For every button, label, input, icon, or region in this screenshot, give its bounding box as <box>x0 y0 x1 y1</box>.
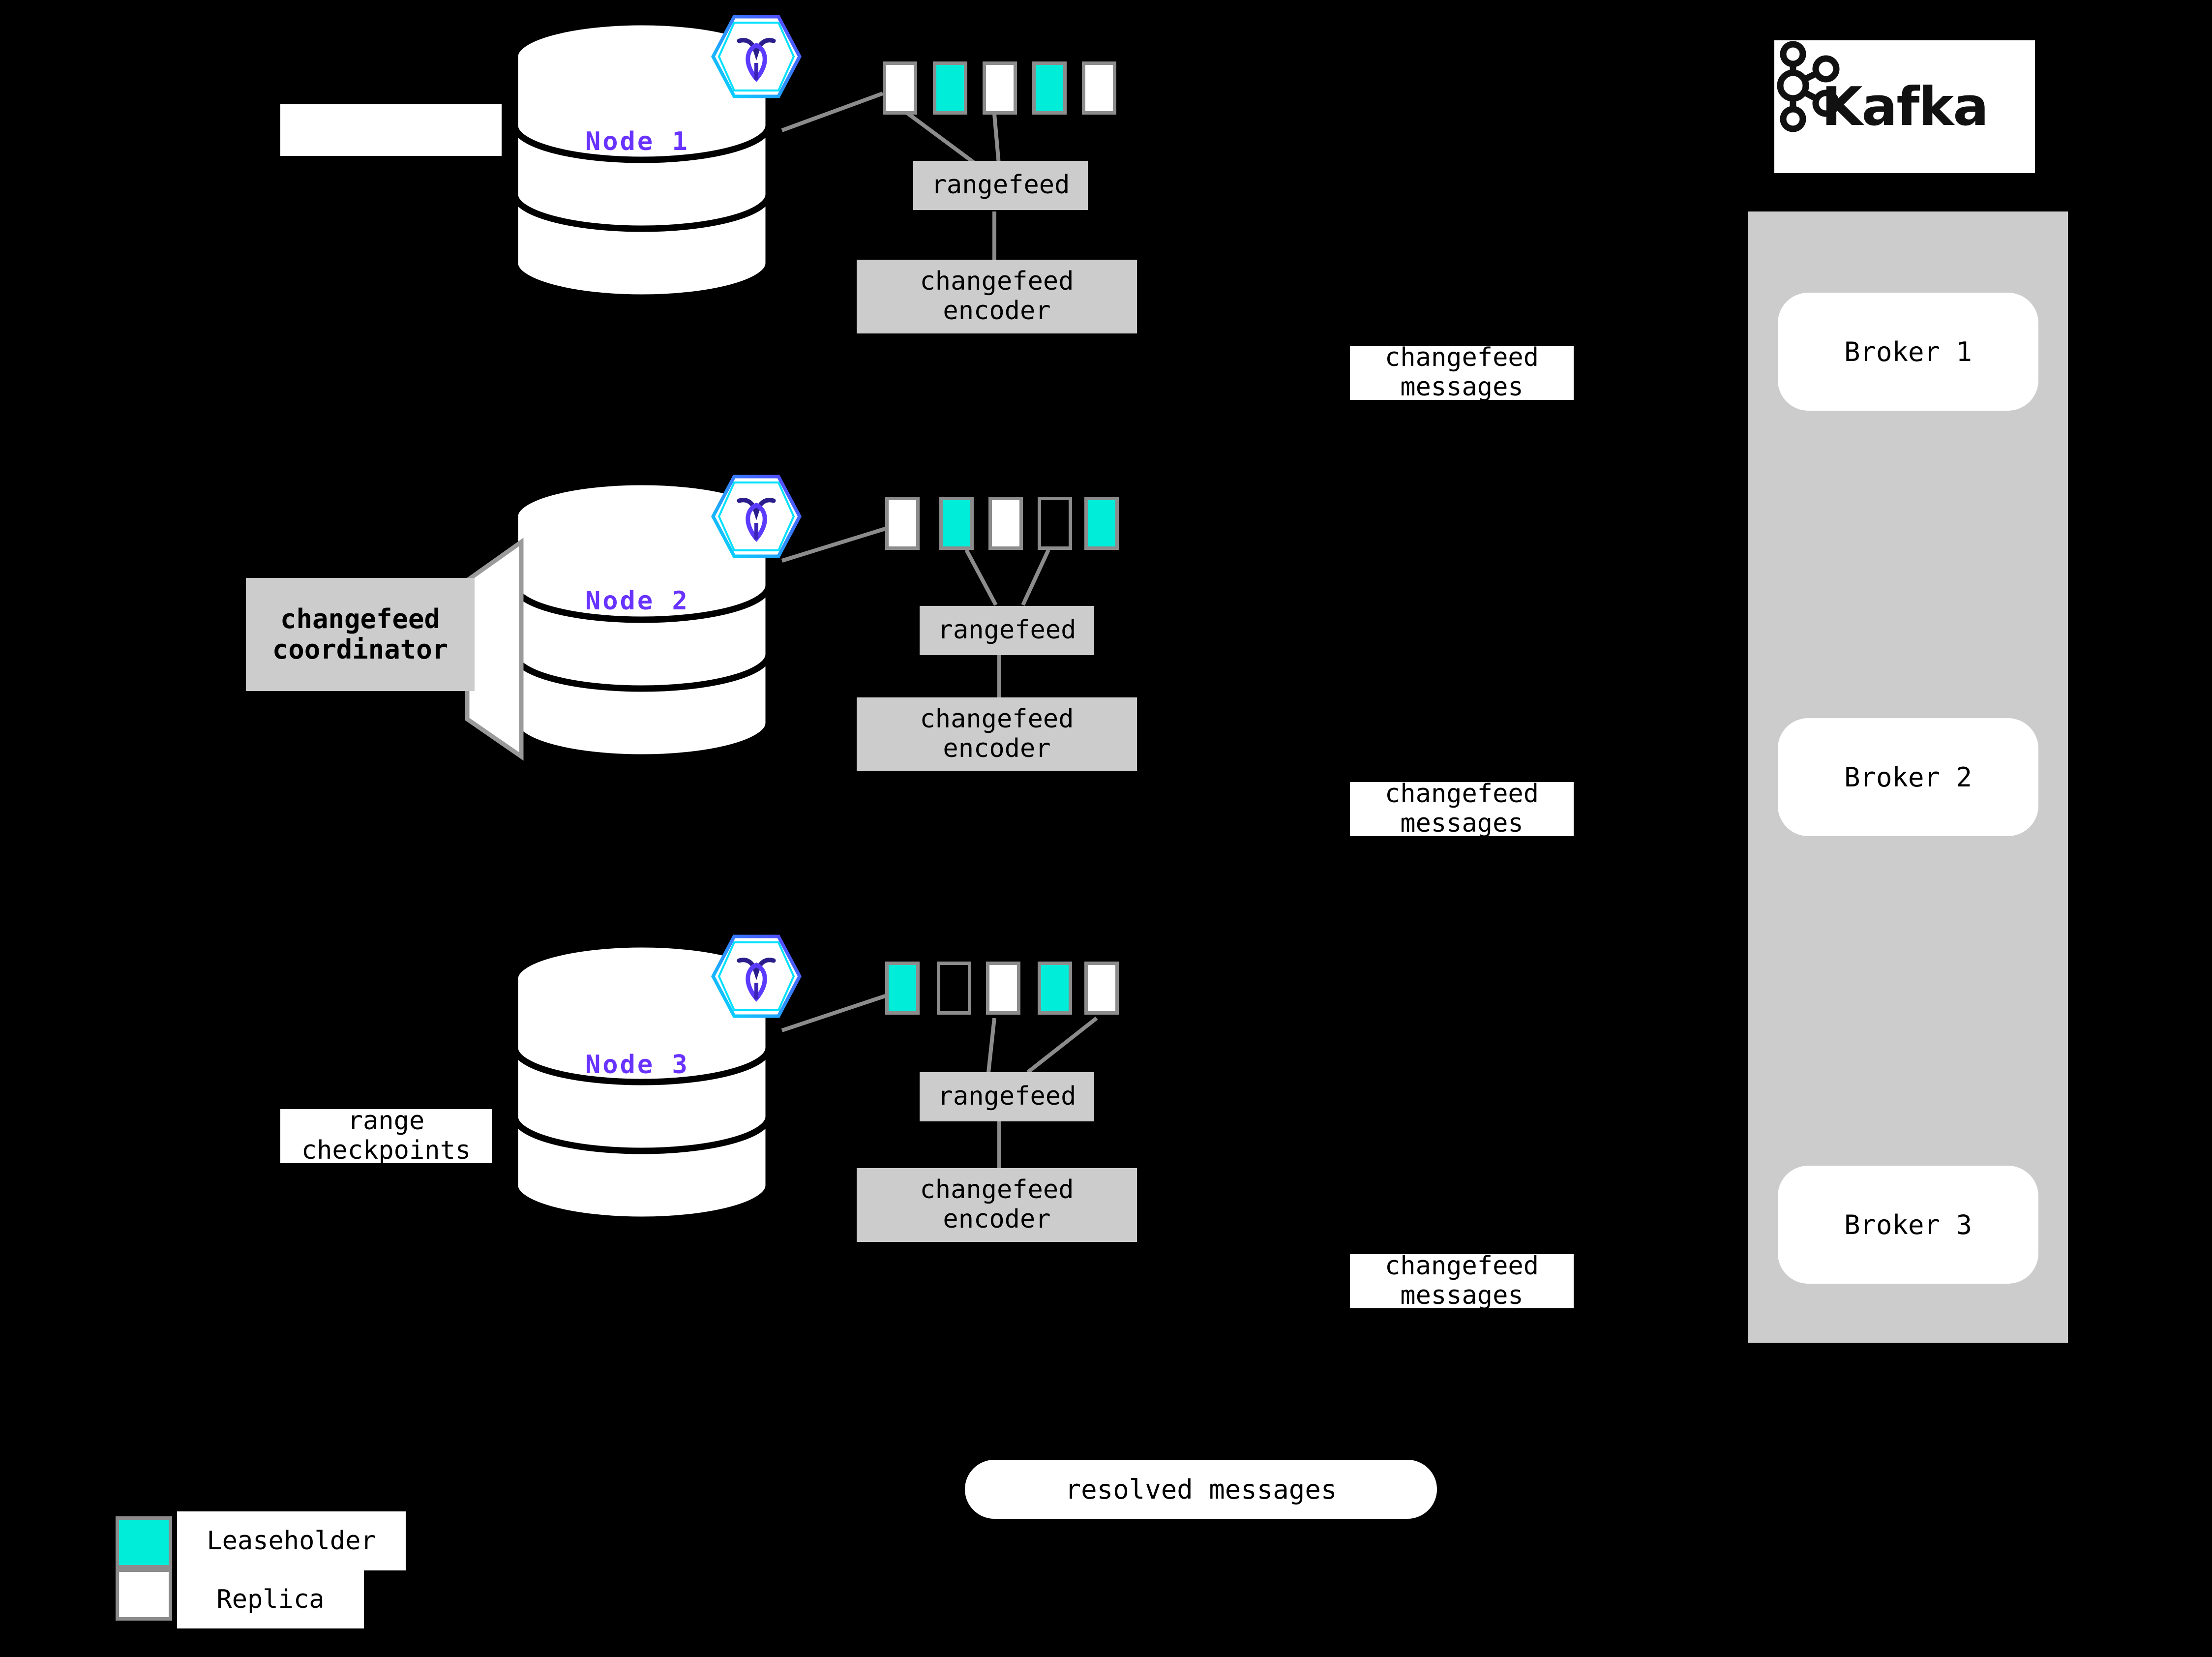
range-box-replica[interactable] <box>986 962 1020 1015</box>
node-2-changefeed-encoder-box[interactable]: changefeed encoder <box>857 697 1137 771</box>
changefeed-messages-line-1: changefeed <box>1384 1251 1539 1281</box>
range-box-replica[interactable] <box>883 61 917 115</box>
encoder-line-2: encoder <box>943 1205 1051 1234</box>
node-1-label: Node 1 <box>585 127 689 156</box>
encoder-line-1: changefeed <box>920 1175 1074 1205</box>
changefeed-messages-line-2: messages <box>1400 372 1524 402</box>
changefeed-messages-label-3: changefeed messages <box>1350 1251 1574 1310</box>
range-box-leaseholder[interactable] <box>1084 497 1119 550</box>
range-box-leaseholder[interactable] <box>933 61 967 115</box>
node-1-range-checkpoints-label: range checkpoints <box>280 104 502 156</box>
coordinator-line-1: changefeed <box>280 603 441 634</box>
range-box-empty[interactable] <box>937 962 971 1015</box>
broker-3-box[interactable]: Broker 3 <box>1778 1166 2038 1284</box>
range-box-replica[interactable] <box>885 497 920 550</box>
cockroachdb-hexagon-icon <box>711 475 802 558</box>
legend-label-leaseholder: Leaseholder <box>177 1511 406 1570</box>
legend-swatch-leaseholder <box>116 1516 172 1568</box>
broker-1-box[interactable]: Broker 1 <box>1778 293 2038 411</box>
cockroachdb-hexagon-icon <box>711 15 802 98</box>
resolved-messages-pill[interactable]: resolved messages <box>965 1460 1437 1519</box>
range-box-replica[interactable] <box>1084 962 1119 1015</box>
range-box-replica[interactable] <box>988 497 1023 550</box>
changefeed-messages-line-2: messages <box>1400 1281 1524 1310</box>
cockroachdb-hexagon-icon <box>711 934 802 1018</box>
kafka-wordmark: Kafka <box>1821 76 1989 138</box>
changefeed-messages-line-2: messages <box>1400 809 1524 838</box>
range-box-replica[interactable] <box>983 61 1017 115</box>
node-2-rangefeed-box[interactable]: rangefeed <box>920 606 1094 655</box>
coordinator-line-2: coordinator <box>272 634 448 665</box>
node-3-range-checkpoints-label: range checkpoints <box>280 1106 492 1165</box>
encoder-line-2: encoder <box>943 734 1051 763</box>
node-1-rangefeed-box[interactable]: rangefeed <box>913 161 1088 210</box>
range-box-leaseholder[interactable] <box>939 497 974 550</box>
range-box-leaseholder[interactable] <box>885 962 920 1015</box>
node-3-rangefeed-box[interactable]: rangefeed <box>920 1072 1094 1121</box>
broker-2-box[interactable]: Broker 2 <box>1778 718 2038 836</box>
node-3-cylinder <box>511 941 772 1223</box>
changefeed-messages-label-2: changefeed messages <box>1350 779 1574 838</box>
encoder-line-1: changefeed <box>920 267 1074 297</box>
kafka-nodes-icon <box>1777 41 1840 132</box>
changefeed-messages-line-1: changefeed <box>1384 779 1539 809</box>
range-checkpoints-line-2: checkpoints <box>301 1136 471 1165</box>
coordinator-callout-wedge <box>465 538 524 761</box>
encoder-line-2: encoder <box>943 296 1051 326</box>
range-box-replica[interactable] <box>1082 61 1116 115</box>
changefeed-messages-label-1: changefeed messages <box>1350 343 1574 402</box>
encoder-line-1: changefeed <box>920 704 1074 734</box>
node-2-cylinder <box>511 479 772 761</box>
range-box-leaseholder[interactable] <box>1038 962 1072 1015</box>
changefeed-messages-line-1: changefeed <box>1384 343 1539 373</box>
legend-swatch-replica <box>116 1568 172 1621</box>
changefeed-coordinator-box[interactable]: changefeed coordinator <box>246 578 475 691</box>
node-3-label: Node 3 <box>585 1050 689 1080</box>
range-box-empty[interactable] <box>1038 497 1072 550</box>
node-1-changefeed-encoder-box[interactable]: changefeed encoder <box>857 260 1137 333</box>
range-checkpoints-line-1: range <box>347 1106 425 1136</box>
node-3-changefeed-encoder-box[interactable]: changefeed encoder <box>857 1168 1137 1242</box>
node-2-label: Node 2 <box>585 586 689 616</box>
node-1-cylinder <box>511 19 772 301</box>
legend-label-replica: Replica <box>177 1570 364 1628</box>
kafka-logo-box: Kafka <box>1774 40 2035 173</box>
range-box-leaseholder[interactable] <box>1032 61 1067 115</box>
